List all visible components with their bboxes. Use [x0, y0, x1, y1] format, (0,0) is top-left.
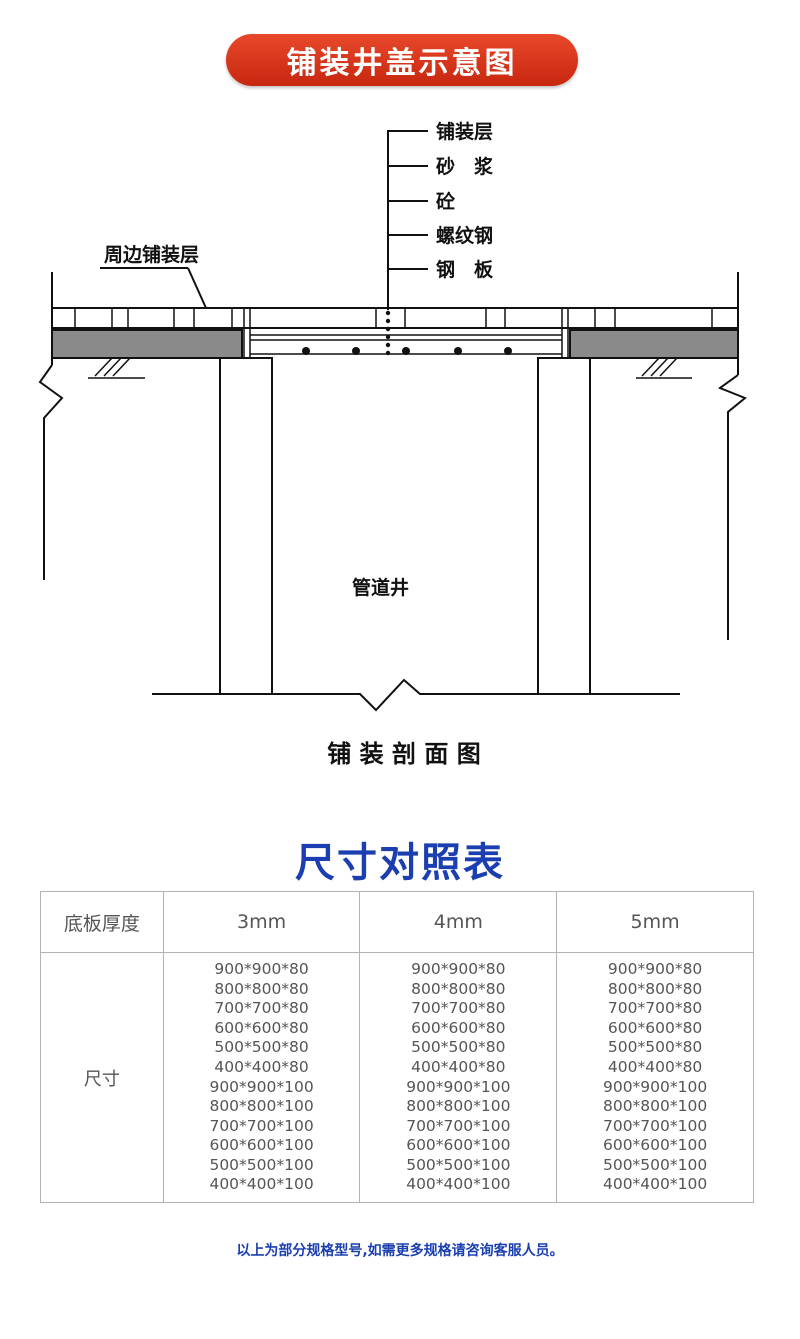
size-entry: 700*700*100 — [602, 1116, 708, 1135]
size-entry: 700*700*100 — [209, 1116, 314, 1135]
size-entry: 900*900*80 — [411, 959, 506, 978]
label-steel-plate: 钢 板 — [436, 258, 494, 281]
size-entry: 900*900*100 — [209, 1077, 314, 1096]
size-entry: 800*800*100 — [406, 1097, 511, 1116]
label-pipe-shaft: 管道井 — [352, 576, 409, 599]
size-entry: 700*700*100 — [406, 1116, 511, 1135]
footnote: 以上为部分规格型号,如需更多规格请咨询客服人员。 — [236, 1243, 564, 1259]
size-entry: 600*600*80 — [411, 1018, 506, 1037]
size-entry: 900*900*100 — [406, 1077, 511, 1096]
banner-title: 铺装井盖示意图 — [286, 46, 518, 81]
size-entry: 900*900*80 — [607, 959, 703, 978]
paving-section-diagram: 铺装层 砂 浆 砼 螺纹钢 钢 板 周边铺装层 管道井 铺 装 剖 面 图 — [38, 120, 747, 768]
size-entry: 500*500*80 — [607, 1038, 703, 1057]
size-entry: 800*800*80 — [214, 979, 309, 998]
table-header-row: 底板厚度 3mm 4mm 5mm — [40, 891, 754, 953]
label-mortar: 砂 浆 — [436, 155, 494, 178]
size-entry: 500*500*80 — [411, 1038, 506, 1057]
size-entry: 800*800*100 — [602, 1097, 708, 1116]
size-entry: 400*400*100 — [209, 1175, 314, 1194]
header-col-4mm: 4mm — [359, 891, 558, 953]
label-paving-layer: 铺装层 — [436, 120, 493, 143]
size-entry: 900*900*100 — [602, 1077, 708, 1096]
size-entry: 600*600*100 — [406, 1136, 511, 1155]
size-entry: 600*600*100 — [209, 1136, 314, 1155]
size-entry: 500*500*100 — [209, 1155, 314, 1174]
header-col-5mm: 5mm — [556, 891, 754, 953]
row-label-size: 尺寸 — [40, 952, 164, 1203]
label-surrounding-paving: 周边铺装层 — [104, 243, 199, 266]
size-entry: 700*700*80 — [607, 999, 703, 1018]
size-entry: 800*800*80 — [411, 979, 506, 998]
title-banner: 铺装井盖示意图 — [226, 34, 578, 86]
size-entry: 500*500*100 — [406, 1155, 511, 1174]
size-entry: 700*700*80 — [411, 999, 506, 1018]
size-entry: 500*500*100 — [602, 1155, 708, 1174]
size-entry: 500*500*80 — [214, 1038, 309, 1057]
size-entry: 400*400*100 — [406, 1175, 511, 1194]
size-entry: 600*600*100 — [602, 1136, 708, 1155]
header-thickness-label: 底板厚度 — [40, 891, 164, 953]
size-entry: 400*400*80 — [214, 1057, 309, 1076]
size-entry: 600*600*80 — [214, 1018, 309, 1037]
table-title: 尺寸对照表 — [295, 840, 505, 886]
size-entry: 400*400*100 — [602, 1175, 708, 1194]
label-concrete: 砼 — [436, 190, 456, 213]
size-entry: 400*400*80 — [607, 1057, 703, 1076]
label-rebar: 螺纹钢 — [436, 224, 493, 247]
size-entry: 800*800*80 — [607, 979, 703, 998]
size-entry: 700*700*80 — [214, 999, 309, 1018]
size-entry: 400*400*80 — [411, 1057, 506, 1076]
size-entry: 900*900*80 — [214, 959, 309, 978]
size-entry: 800*800*100 — [209, 1097, 314, 1116]
size-entry: 600*600*80 — [607, 1018, 703, 1037]
diagram-caption: 铺 装 剖 面 图 — [327, 740, 480, 768]
header-col-3mm: 3mm — [162, 891, 361, 953]
